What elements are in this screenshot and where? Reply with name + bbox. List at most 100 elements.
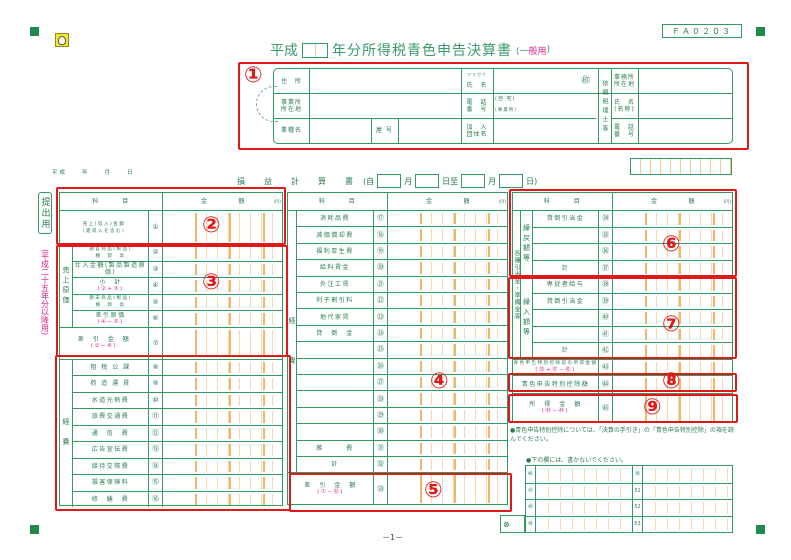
row-label	[533, 227, 599, 243]
amount-input[interactable]	[613, 211, 732, 227]
amount-input[interactable]	[613, 261, 732, 277]
phone-office-label: (事業所)	[495, 108, 518, 113]
amount-input[interactable]	[388, 244, 507, 259]
row-formula: (①−⑥)	[90, 343, 118, 349]
amount-input[interactable]	[388, 260, 507, 275]
amount-input[interactable]	[613, 244, 732, 260]
amount-input[interactable]	[388, 359, 507, 374]
annotation-box-8	[508, 373, 737, 392]
amount-input[interactable]	[388, 424, 507, 439]
seal-icon: ㊞	[580, 75, 591, 86]
row-label: 租 税 公 課	[73, 359, 149, 375]
annotation-box-7	[508, 277, 737, 359]
amount-input[interactable]	[388, 227, 507, 242]
row-number: ⑪	[149, 409, 163, 425]
amount-input[interactable]	[388, 342, 507, 357]
amount-input[interactable]	[163, 245, 282, 261]
date-line: 平成 年 月 日	[52, 169, 135, 176]
applicable-years-label: (平成二十五年分以降用)	[40, 249, 50, 336]
reference-number-box[interactable]	[630, 158, 732, 175]
amount-input[interactable]	[613, 228, 732, 244]
amount-input[interactable]	[388, 309, 507, 324]
amount-input[interactable]	[388, 441, 507, 456]
row-label-text: 貸倒引当金	[546, 215, 585, 223]
submission-copy-label: 提出用	[38, 192, 52, 234]
pl-title-line: 損 益 計 算 書 (自 月 日至 月 日)	[237, 174, 537, 188]
office-grid-cells	[537, 518, 630, 531]
table-row: 差 引 金 額(①−⑥)⑦	[60, 326, 282, 359]
amount-input[interactable]	[613, 294, 732, 310]
amount-input[interactable]	[163, 459, 282, 475]
amount-input[interactable]	[388, 375, 507, 390]
annotation-box-9	[508, 394, 738, 423]
annotation-label-3: ③	[202, 270, 221, 295]
row-number: ㉚	[374, 424, 388, 440]
amount-input[interactable]	[388, 326, 507, 341]
table-row: ㉙	[297, 406, 507, 424]
office-mark-box: ⊗	[500, 515, 525, 533]
ta-phone-label: 電 話 番 号	[613, 123, 635, 138]
amount-input[interactable]	[163, 311, 282, 327]
row-number: ㉝	[374, 473, 388, 506]
amount-input[interactable]	[163, 211, 282, 244]
amount-input[interactable]	[388, 391, 507, 406]
amount-input[interactable]	[163, 376, 282, 392]
amount-input[interactable]	[613, 310, 732, 326]
amount-input[interactable]	[163, 442, 282, 458]
group-label: 経 費	[288, 210, 297, 473]
row-label	[297, 407, 374, 424]
amount-input[interactable]	[613, 277, 732, 293]
table-row: ㉟	[533, 226, 732, 244]
row-number: ㊱	[599, 244, 613, 260]
amount-input[interactable]	[388, 211, 507, 226]
amount-input[interactable]	[613, 394, 732, 423]
amount-input[interactable]	[388, 408, 507, 423]
amount-input[interactable]	[388, 457, 507, 472]
period-end-day-input[interactable]	[499, 174, 524, 188]
row-number: ㉑	[374, 276, 388, 292]
amount-input[interactable]	[388, 277, 507, 292]
amount-input[interactable]	[163, 393, 282, 409]
row-number: ㊺	[599, 393, 613, 423]
amount-input[interactable]	[388, 473, 507, 505]
subject-header: 科 目	[513, 193, 613, 210]
period-end-month-input[interactable]	[461, 174, 486, 188]
do-not-write-note: ●下の欄には、書かないでください。	[526, 457, 628, 464]
office-grid-row: 53	[632, 515, 733, 533]
table-row: ㊱	[533, 243, 732, 260]
phone-label: 電 話 番 号	[466, 98, 488, 113]
office-grid-row: ㊻	[526, 466, 632, 483]
table-row: ㉕	[297, 341, 507, 358]
amount-input[interactable]	[163, 360, 282, 376]
amount-input[interactable]	[613, 327, 732, 343]
amount-input[interactable]	[163, 328, 282, 359]
amount-input[interactable]	[163, 426, 282, 442]
amount-input[interactable]	[163, 475, 282, 491]
row-label-text: 広告宣伝費	[91, 446, 130, 454]
annotation-box-1	[238, 62, 749, 150]
amount-input[interactable]	[613, 376, 732, 393]
row-label	[297, 358, 374, 374]
amount-input[interactable]	[163, 409, 282, 425]
row-label: 差 引 金 額(①−⑥)	[60, 327, 149, 359]
table-row: ㉚	[297, 423, 507, 440]
amount-input[interactable]	[163, 295, 282, 311]
title-type-open: (一	[516, 46, 529, 57]
amount-input[interactable]	[613, 343, 732, 359]
amount-input[interactable]	[163, 278, 282, 294]
office-grid-cells	[537, 502, 630, 514]
amount-input[interactable]	[613, 360, 732, 375]
group-label: 繰戻額等	[521, 210, 533, 276]
table-row: ㉖	[297, 357, 507, 374]
row-formula: (⑦−㉜)	[317, 489, 344, 496]
period-start-day-input[interactable]	[415, 174, 440, 188]
row-label: 計	[297, 457, 374, 473]
period-start-month-input[interactable]	[377, 174, 402, 188]
year-input[interactable]	[302, 42, 328, 58]
amount-input[interactable]	[163, 492, 282, 508]
row-label: 消耗品費	[297, 211, 374, 227]
amount-input[interactable]	[163, 262, 282, 278]
row-label-text: 接待交際費	[91, 462, 130, 470]
amount-input[interactable]	[388, 293, 507, 308]
